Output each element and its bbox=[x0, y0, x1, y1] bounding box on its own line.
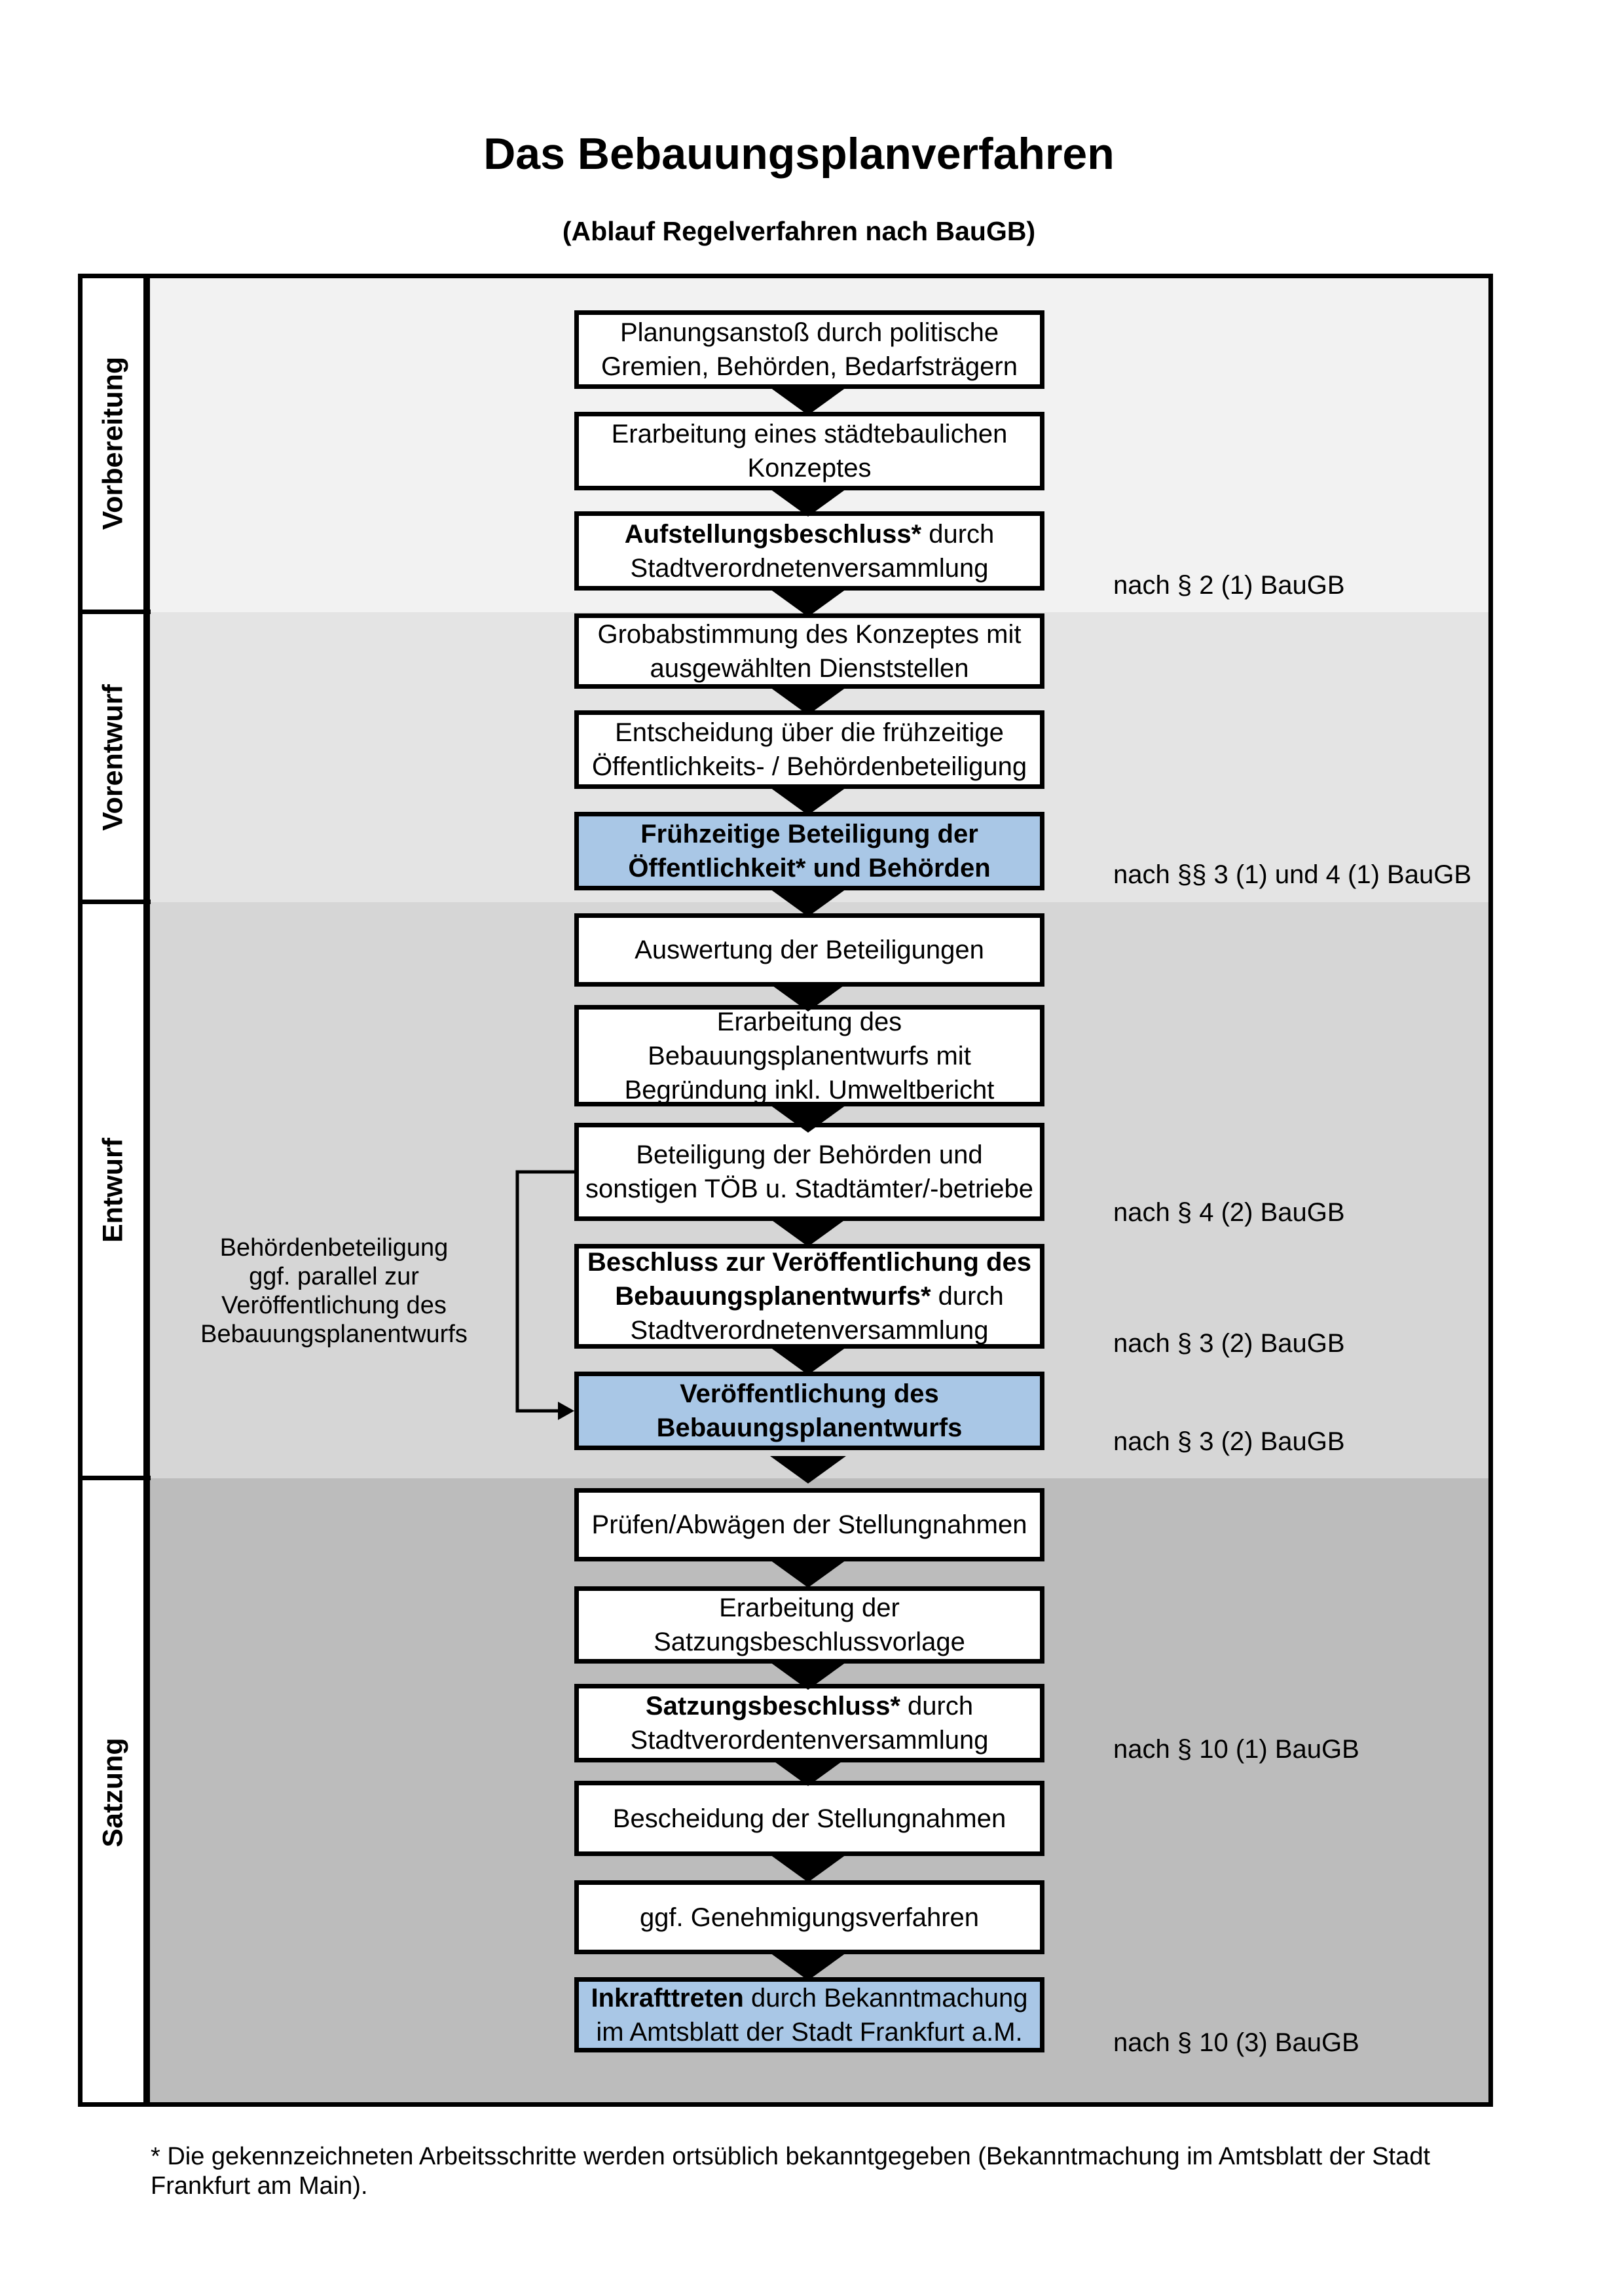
flow-arrow-down bbox=[770, 1855, 846, 1882]
phase-separator bbox=[78, 610, 151, 614]
side-note-behoerdenbeteiligung: Behördenbeteiligung ggf. parallel zur Ve… bbox=[200, 1234, 468, 1349]
flow-box-staedtebauliches-konzept: Erarbeitung eines städtebaulichen Konzep… bbox=[574, 412, 1044, 490]
flow-box-veroeffentlichung-entwurf: Veröffentlichung des Bebauungsplanentwur… bbox=[574, 1372, 1044, 1450]
flow-arrow-down bbox=[770, 388, 846, 415]
flow-box-erarbeitung-entwurf: Erarbeitung des Bebauungsplanentwurfs mi… bbox=[574, 1005, 1044, 1106]
flow-arrow-down bbox=[770, 1758, 846, 1786]
flow-arrow-down bbox=[770, 1560, 846, 1588]
law-reference: nach §§ 3 (1) und 4 (1) BauGB bbox=[1113, 860, 1471, 889]
law-reference: nach § 2 (1) BauGB bbox=[1113, 571, 1345, 600]
flow-arrow-down bbox=[770, 1662, 846, 1690]
flow-arrow-down bbox=[770, 589, 846, 617]
phase-separator bbox=[78, 1476, 151, 1480]
flow-box-satzungsbeschlussvorlage: Erarbeitung der Satzungsbeschlussvorlage bbox=[574, 1586, 1044, 1664]
law-reference: nach § 10 (3) BauGB bbox=[1113, 2028, 1359, 2057]
page-subtitle: (Ablauf Regelverfahren nach BauGB) bbox=[562, 216, 1036, 246]
phase-cell-vorentwurf: Vorentwurf bbox=[83, 612, 143, 902]
flow-arrow-down bbox=[770, 1105, 846, 1133]
flow-arrow-down bbox=[770, 1347, 846, 1375]
page-title: Das Bebauungsplanverfahren bbox=[483, 129, 1115, 179]
flow-arrow-down bbox=[770, 788, 846, 815]
flow-box-entscheidung-beteiligung: Entscheidung über die frühzeitige Öffent… bbox=[574, 710, 1044, 789]
phase-cell-entwurf: Entwurf bbox=[83, 902, 143, 1478]
law-reference: nach § 3 (2) BauGB bbox=[1113, 1427, 1345, 1456]
flow-arrow-down bbox=[770, 489, 846, 517]
flow-box-inkrafttreten: Inkrafttreten durch Bekanntmachung im Am… bbox=[574, 1977, 1044, 2052]
flow-box-bescheidung: Bescheidung der Stellungnahmen bbox=[574, 1781, 1044, 1856]
phase-label-entwurf: Entwurf bbox=[97, 1137, 128, 1243]
law-reference: nach § 10 (1) BauGB bbox=[1113, 1735, 1359, 1764]
flow-box-auswertung: Auswertung der Beteiligungen bbox=[574, 913, 1044, 987]
flow-arrow-down bbox=[770, 1456, 846, 1484]
phase-label-vorentwurf: Vorentwurf bbox=[97, 683, 128, 831]
flow-box-planungsanstoss: Planungsanstoß durch politische Gremien,… bbox=[574, 310, 1044, 389]
parallel-connector-arrow bbox=[515, 1170, 574, 1420]
phase-cell-vorbereitung: Vorbereitung bbox=[83, 274, 143, 612]
flow-box-aufstellungsbeschluss: Aufstellungsbeschluss* durch Stadtverord… bbox=[574, 511, 1044, 591]
phase-cell-satzung: Satzung bbox=[83, 1478, 143, 2107]
flow-box-grobabstimmung: Grobabstimmung des Konzeptes mit ausgewä… bbox=[574, 613, 1044, 689]
flow-box-satzungsbeschluss: Satzungsbeschluss* durch Stadtverordente… bbox=[574, 1684, 1044, 1762]
flow-arrow-down bbox=[770, 1953, 846, 1980]
footnote: * Die gekennzeichneten Arbeitsschritte w… bbox=[151, 2143, 1430, 2200]
law-reference: nach § 4 (2) BauGB bbox=[1113, 1198, 1345, 1227]
flow-box-pruefen-abwaegen: Prüfen/Abwägen der Stellungnahmen bbox=[574, 1488, 1044, 1561]
flow-arrow-down bbox=[770, 984, 846, 1011]
phase-label-vorbereitung: Vorbereitung bbox=[97, 356, 128, 530]
phase-label-satzung: Satzung bbox=[97, 1738, 128, 1848]
flow-arrow-down bbox=[770, 889, 846, 917]
flow-box-fruehzeitige-beteiligung: Frühzeitige Beteiligung der Öffentlichke… bbox=[574, 812, 1044, 890]
flow-box-beschluss-veroeffentlichung: Beschluss zur Veröffentlichung des Bebau… bbox=[574, 1244, 1044, 1349]
flow-arrow-down bbox=[770, 1219, 846, 1247]
flow-box-beteiligung-behoerden: Beteiligung der Behörden und sonstigen T… bbox=[574, 1123, 1044, 1221]
phase-separator bbox=[78, 900, 151, 904]
flow-box-genehmigungsverfahren: ggf. Genehmigungsverfahren bbox=[574, 1880, 1044, 1954]
label-column-divider bbox=[143, 274, 150, 2107]
law-reference: nach § 3 (2) BauGB bbox=[1113, 1329, 1345, 1358]
flow-arrow-down bbox=[770, 687, 846, 715]
